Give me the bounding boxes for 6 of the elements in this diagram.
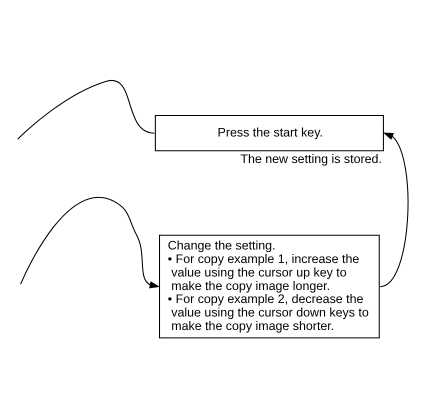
arrow — [380, 132, 408, 287]
node-box: Press the start key. — [154, 114, 384, 151]
node-box: Change the setting. • For copy example 1, increase the value using the cursor up key to make the copy image longer. • For copy example 2, decrease the value using the cursor down keys to make the copy image shorter. — [158, 234, 380, 338]
connector — [16, 79, 154, 140]
node-label: The new setting is stored. — [240, 151, 382, 166]
arrow — [20, 196, 160, 288]
